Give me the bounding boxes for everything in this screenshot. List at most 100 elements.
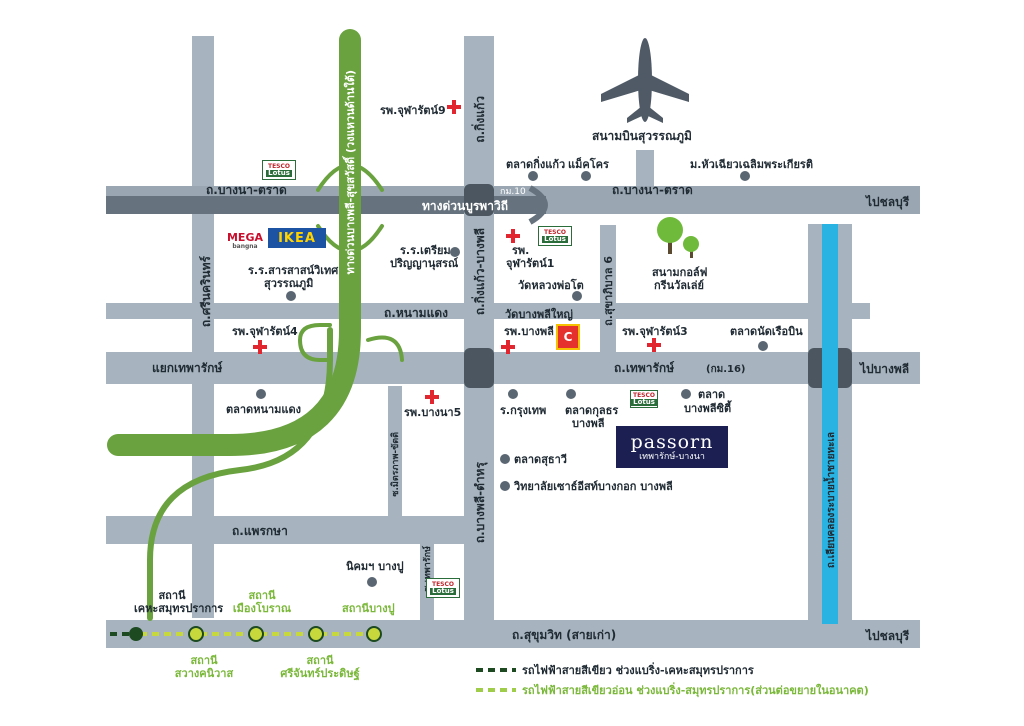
road-srinakarin [192,36,214,618]
place-talad-kulsorn-a: ตลาดกุลธร [565,404,619,417]
place-asian-college: วิทยาลัยเซาธ์อีสท์บางกอก บางพลี [514,480,673,493]
legend-light-green: รถไฟฟ้าสายสีเขียวอ่อน ช่วงแบริ่ง-สมุทรปร… [522,684,869,697]
place-talad-nam-daeng: ตลาดหนามแดง [226,403,302,416]
location-dot-icon [450,247,460,257]
station-srichan-label: สถานีศรีจันทร์ประดิษฐ์ [280,654,360,680]
road-label-mitr-khao: ซ.มิตรภาพ-ขัตติ [391,432,401,497]
hospital-cross-icon [506,229,520,243]
road-phraek-sa [106,516,466,544]
hospital-cross-icon [425,390,439,404]
station-kheha-label: สถานีเคหะสมุทรปราการ [134,589,224,615]
place-talad-sutawee: ตลาดสุธาวี [514,453,567,466]
airplane-icon [601,38,689,123]
place-school-rian-a: ร.ร.เตรียม [400,244,451,257]
place-wat-luang-pho-to: วัดหลวงพ่อโต [518,279,584,292]
road-thepharak [106,352,920,384]
location-dot-icon [528,171,538,181]
big-c-logo: C [556,324,580,350]
road-canal-side-2 [838,224,852,624]
road-label-wat-bang-phli-yai: วัดบางพลีใหญ่ [505,308,573,321]
location-dot-icon [572,291,582,301]
road-sukhaphiban6 [600,225,616,353]
location-dot-icon [740,171,750,181]
hospital-cross-icon [647,338,661,352]
place-talad-nat-ruea-bin: ตลาดนัดเรือบิน [730,325,803,338]
location-dot-icon [581,171,591,181]
station-bangpoo-label: สถานีบางปู [342,602,395,615]
road-label-burapha-withi: ทางด่วนบูรพาวิถี [422,199,508,213]
canal [822,224,838,624]
road-label-bang-phli-tamru: ถ.บางพลี-ตำหรุ [473,462,487,544]
junction-king-kaeo-bangna [464,184,494,216]
legend-dark-green: รถไฟฟ้าสายสีเขียว ช่วงแบริ่ง-เคหะสมุทรปร… [522,664,754,677]
location-dot-icon [508,389,518,399]
place-bang-phli-hosp: รพ.บางพลี [504,325,554,338]
place-talad-bp-city-a: ตลาด [698,388,726,401]
road-king-kaeo [464,36,494,622]
station-icon [129,627,143,641]
road-label-to-chonburi-top: ไปชลบุรี [866,195,910,209]
location-dot-icon [758,341,768,351]
place-chula3: รพ.จุฬารัตน์3 [622,325,688,338]
ikea-logo: IKEA [268,228,326,248]
hospital-cross-icon [447,100,461,114]
location-dot-icon [367,577,377,587]
rail-lines [110,626,382,642]
place-makro: แม็คโคร [568,158,609,171]
road-label-sukhaphiban6: ถ.สุขาภิบาล 6 [602,256,615,326]
road-label-expressway: ทางด่วนบางพลี-สุขสวัสดิ์ (วงแหวนด้านใต้) [344,70,357,275]
place-huachiew: ม.หัวเฉียวเฉลิมพระเกียรติ [690,158,813,171]
location-dot-icon [256,171,768,587]
location-dot-icon [286,291,296,301]
place-nikom-bangpoo: นิคมฯ บางปู [346,560,404,573]
road-burapha-withi [106,196,546,214]
road-label-thepharak-junction: แยกเทพารักษ์ [152,361,223,375]
place-golf-b: กรีนวัลเล่ย์ [654,279,704,292]
minor-roads [106,36,870,624]
road-airport-spur [636,150,654,186]
place-bangna5: รพ.บางนา5 [404,406,462,419]
station-icon [188,626,204,642]
road-label-phraek-sa: ถ.แพรกษา [232,524,288,538]
junction-king-kaeo-thepharak [464,348,494,388]
location-dot-icon [500,454,510,464]
place-airport: สนามบินสุวรรณภูมิ [592,129,692,143]
place-chula1-b: จุฬารัตน์1 [506,257,555,270]
road-mitr-khao [388,386,402,516]
location-dot-icon [681,389,691,399]
road-label-to-bang-phli: ไปบางพลี [860,362,910,376]
station-icon [366,626,382,642]
project-subtitle: เทพารักษ์-บางนา [639,451,705,462]
hospital-cross-icon [253,100,661,404]
place-talad-kulsorn-b: บางพลี [572,417,605,430]
station-icon [248,626,264,642]
road-label-thepharak: ถ.เทพารักษ์ [614,361,675,375]
hospital-cross-icon [253,340,267,354]
location-dot-icon [500,481,510,491]
road-label-thepharak-km: (กม.16) [706,364,746,375]
passorn-project-marker[interactable]: passorn เทพารักษ์-บางนา [616,426,728,468]
road-km10-loop [528,185,548,225]
project-name: passorn [630,430,714,453]
location-dot-icon [256,389,266,399]
major-roads [106,36,920,648]
road-canal-side [808,224,822,624]
place-school-saras-a: ร.ร.สารสาสน์วิเทศ [248,264,339,277]
place-chula4: รพ.จุฬารัตน์4 [232,325,298,338]
place-school-saras-b: สุวรรณภูมิ [264,277,314,290]
place-talad-bp-city-b: บางพลีซิตี้ [684,402,732,415]
road-label-srinakarin: ถ.ศรีนครินทร์ [199,256,213,328]
tree-icon [657,217,699,258]
road-label-to-chonburi-bottom: ไปชลบุรี [866,629,910,643]
place-chula9: รพ.จุฬารัตน์9 [380,104,446,117]
road-label-king-kaeo: ถ.กิ่งแก้ว [473,96,487,143]
place-chula1-a: รพ. [512,244,530,257]
station-sawang-label: สถานีสวางคนิวาส [174,654,234,680]
road-label-sukhumvit: ถ.สุขุมวิท (สายเก่า) [512,628,617,642]
place-talad-king-kaeo: ตลาดกิ่งแก้ว [506,158,566,171]
